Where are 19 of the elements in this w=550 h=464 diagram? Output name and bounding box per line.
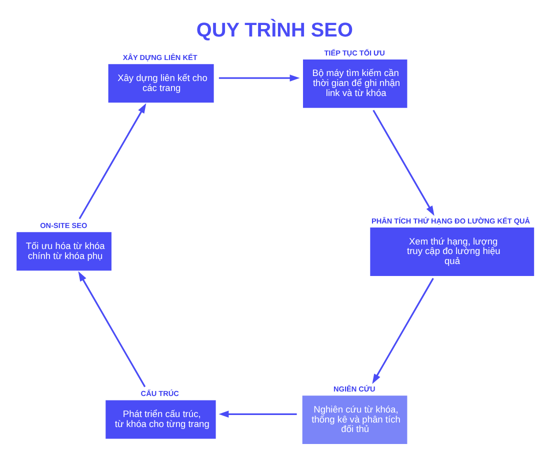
- node-box: Nghiên cứu từ khóa, thống kê và phân tích đối thủ: [302, 395, 408, 444]
- node-label: CẤU TRÚC: [140, 388, 179, 398]
- node-label: TIẾP TỤC TỐI ƯU: [324, 48, 385, 57]
- arrow: [78, 270, 146, 387]
- node-box: Phát triển cấu trúc, từ khóa cho từng trang: [106, 400, 216, 438]
- node-box: Tối ưu hóa từ khóa chính từ khóa phụ: [16, 232, 112, 270]
- diagram-title: QUY TRÌNH SEO: [196, 19, 353, 42]
- node-box: Xây dựng liên kết cho các trang: [108, 64, 214, 102]
- arrow: [372, 277, 434, 384]
- arrow: [218, 74, 300, 82]
- node-label: PHÂN TÍCH THỨ HẠNG ĐO LƯỜNG KẾT QUẢ: [371, 216, 530, 225]
- node-box: Bộ máy tìm kiếm cần thời gian để ghi nhận link và từ khóa: [303, 58, 408, 108]
- arrow: [78, 102, 146, 219]
- arrow: [372, 109, 434, 216]
- node-box: Xem thứ hạng, lượng truy cập đo lường hiệu quả: [370, 227, 534, 276]
- node-label: NGIÊN CỨU: [334, 384, 376, 393]
- node-label: XÂY DỰNG LIÊN KẾT: [122, 52, 198, 62]
- arrow: [218, 410, 297, 418]
- node-label: ON-SITE SEO: [40, 220, 88, 230]
